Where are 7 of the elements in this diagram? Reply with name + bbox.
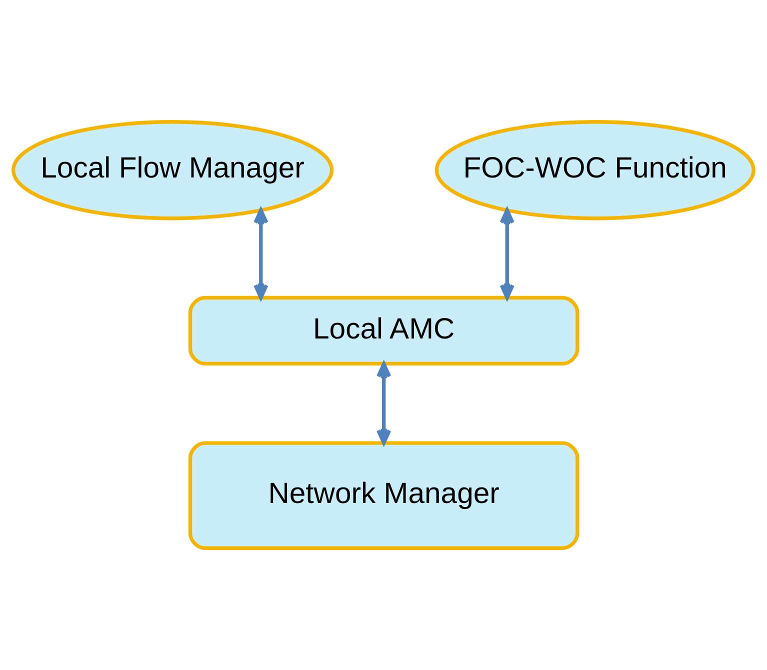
node-ellipse: FOC-WOC Function bbox=[434, 120, 756, 220]
arrow bbox=[500, 208, 514, 300]
node-ellipse: Local Flow Manager bbox=[12, 120, 334, 220]
node-box: Network Manager bbox=[188, 441, 580, 550]
arrow bbox=[376, 362, 392, 445]
arrow bbox=[254, 208, 268, 300]
node-box: Local AMC bbox=[188, 296, 580, 366]
